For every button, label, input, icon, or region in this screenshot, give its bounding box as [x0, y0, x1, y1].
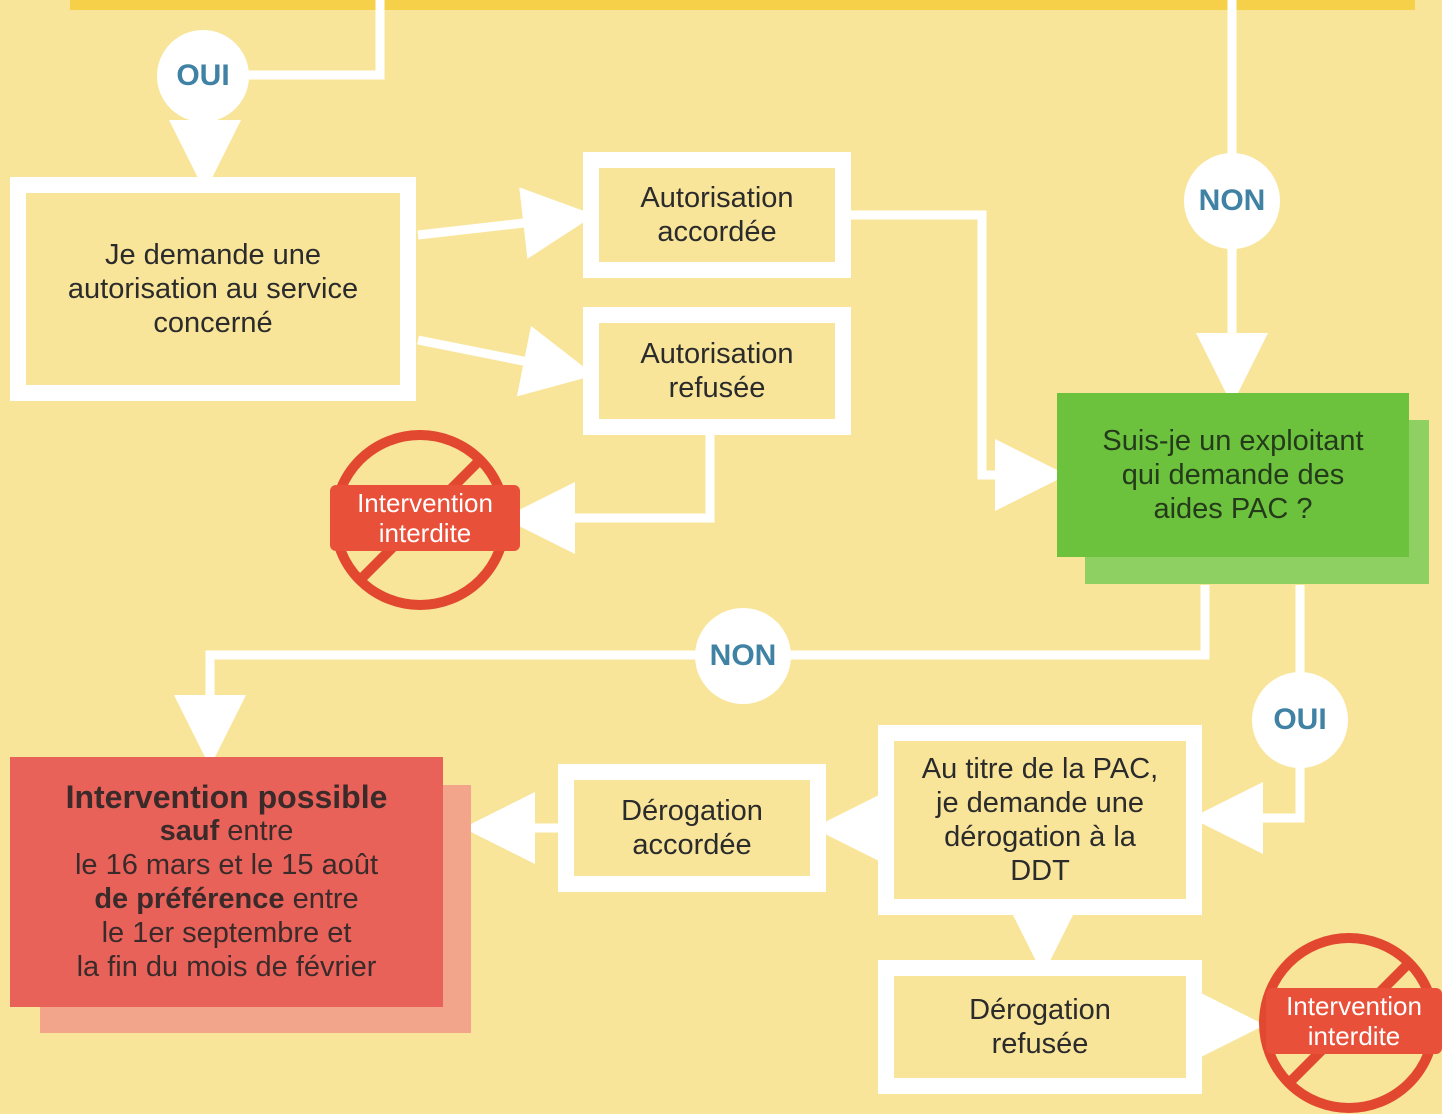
box-line: autorisation au service [67, 273, 359, 305]
box-derogation-granted: Dérogation accordée [558, 764, 826, 892]
box-line: Dérogation [969, 994, 1111, 1026]
box-line: dérogation à la [944, 821, 1136, 853]
connector-non-to-result [174, 650, 697, 767]
result-preference: de préférence [94, 883, 285, 915]
box-line: Autorisation [640, 182, 794, 214]
box-authorization-granted: Autorisation accordée [583, 152, 851, 278]
box-line: concerné [153, 307, 273, 339]
result-sauf: sauf [159, 815, 220, 847]
box-line: Je demande une [104, 239, 322, 271]
yes-bubble-bottom: OUI [1252, 672, 1348, 768]
box-derogation-refused: Dérogation refusée [878, 960, 1202, 1094]
box-line: Autorisation [640, 338, 794, 370]
forbidden-line-1: Intervention [357, 488, 493, 518]
connector-refusee-to-forbidden [503, 435, 715, 554]
box-line: accordée [632, 829, 752, 861]
box-line: accordée [657, 216, 777, 248]
result-line-6: la fin du mois de février [76, 951, 377, 983]
connector-question-to-non [790, 585, 1210, 660]
forbidden-line-1: Intervention [1286, 991, 1422, 1021]
box-request-authorization: Je demande une autorisation au service c… [10, 177, 416, 401]
box-line: refusée [668, 372, 766, 404]
result-line-5: le 1er septembre et [101, 917, 352, 949]
connector-demande-to-accordee [417, 187, 595, 259]
question-pac-box: Suis-je un exploitant qui demande des ai… [1057, 393, 1409, 557]
box-authorization-refused: Autorisation refusée [583, 307, 851, 435]
box-line: DDT [1010, 855, 1070, 887]
result-title: Intervention possible [65, 779, 388, 815]
box-request-derogation: Au titre de la PAC, je demande une dérog… [878, 725, 1202, 915]
box-line: je demande une [936, 787, 1144, 819]
result-intervention-possible: Intervention possible sauf entre le 16 m… [10, 757, 443, 1007]
result-entre-2: entre [284, 883, 359, 915]
result-line-2: sauf entre [160, 814, 294, 848]
box-line: qui demande des [1121, 459, 1345, 491]
forbidden-line-2: interdite [1307, 1021, 1401, 1051]
no-bubble-middle: NON [695, 608, 791, 704]
result-line-4: de préférence entre [94, 882, 358, 916]
forbidden-line-2: interdite [378, 518, 472, 548]
forbidden-label-2: Intervention interdite [1266, 988, 1442, 1054]
connector-oui-to-derogation [1191, 765, 1305, 854]
box-line: aides PAC ? [1153, 493, 1313, 525]
box-line: Suis-je un exploitant [1102, 425, 1364, 457]
box-line: refusée [991, 1028, 1089, 1060]
yes-bubble-top: OUI [157, 30, 249, 122]
result-line-3: le 16 mars et le 15 août [74, 849, 379, 881]
connector-demande-to-refusee [417, 325, 595, 397]
box-line: Au titre de la PAC, [921, 753, 1159, 785]
result-entre-1: entre [219, 815, 294, 847]
top-banner-edge [70, 0, 1415, 10]
box-line: Dérogation [621, 795, 763, 827]
forbidden-label: Intervention interdite [330, 485, 520, 551]
no-bubble-right: NON [1184, 153, 1280, 249]
connector-accordee-to-question [850, 210, 1067, 511]
connector-top-to-oui [245, 0, 385, 80]
